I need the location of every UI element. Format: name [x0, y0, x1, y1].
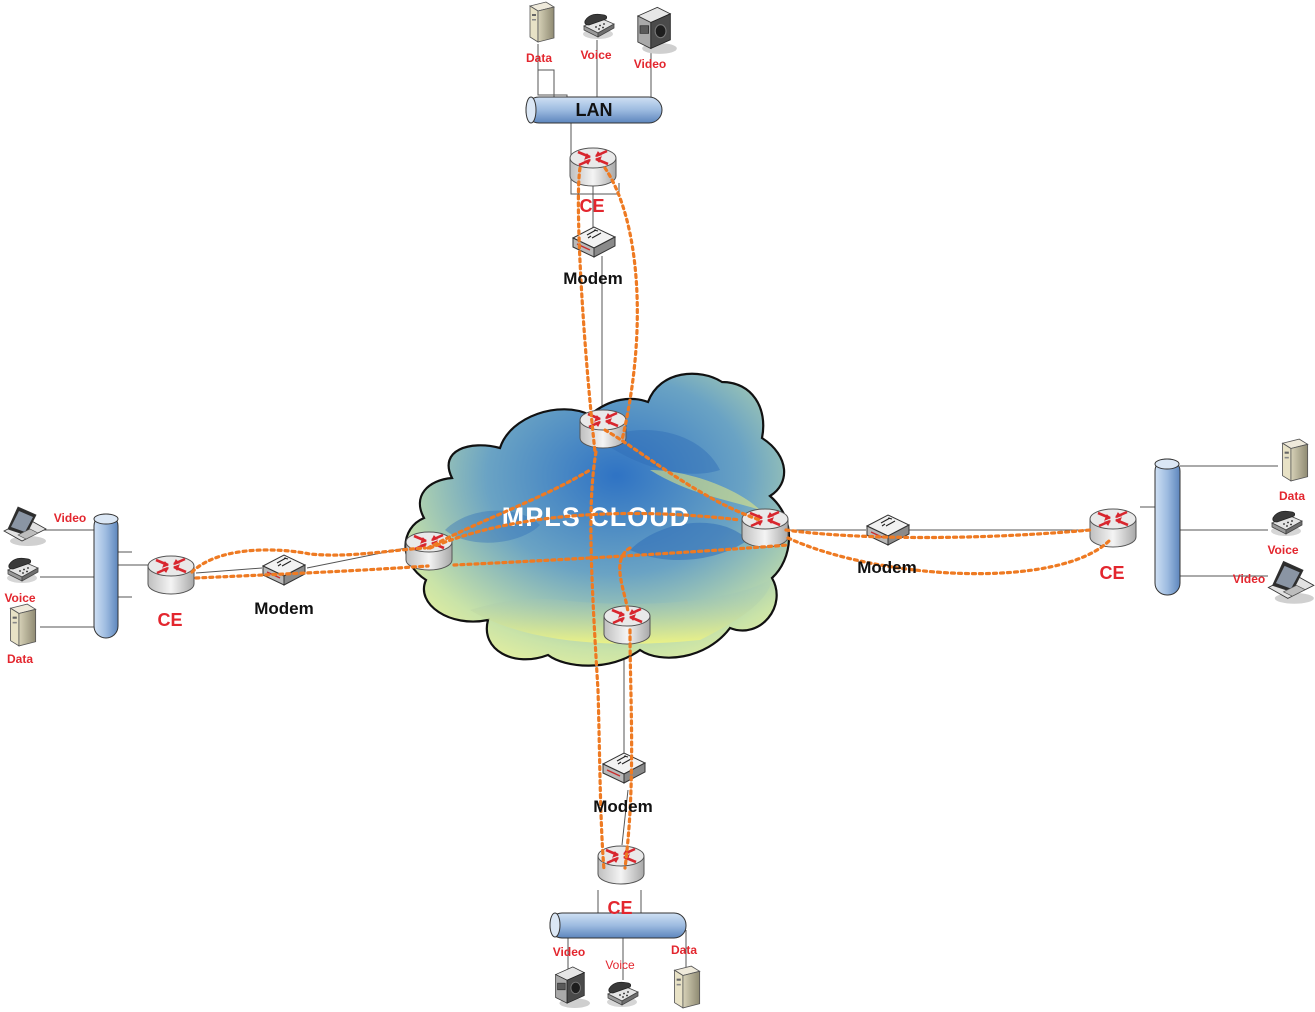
right-data-label: Data — [1279, 489, 1305, 503]
router-icon — [146, 554, 196, 596]
phone-icon — [582, 13, 615, 40]
bottom-modem-label: Modem — [593, 797, 653, 816]
left-ce-label: CE — [157, 610, 182, 630]
top-voice-label: Voice — [580, 48, 611, 62]
bottom-voice-label: Voice — [605, 958, 635, 972]
lan-bus-right — [1154, 458, 1181, 596]
left-data-label: Data — [7, 652, 33, 666]
video-camera-icon — [555, 966, 591, 1009]
router-icon — [578, 408, 628, 450]
video-terminal-icon — [3, 506, 47, 547]
modem-icon — [602, 752, 646, 784]
left-voice-label: Voice — [4, 591, 35, 605]
top-modem-label: Modem — [563, 269, 623, 288]
router-icon — [568, 146, 618, 188]
cloud-icon — [404, 372, 791, 667]
top-video-label: Video — [634, 57, 666, 71]
bottom-video-label: Video — [553, 945, 585, 959]
cloud-label: MPLS CLOUD — [502, 502, 691, 532]
router-icon — [404, 530, 454, 572]
phone-icon — [1270, 510, 1303, 537]
lan-label: LAN — [576, 100, 613, 120]
mpls-tunnels — [190, 166, 1112, 872]
router-icon — [602, 604, 652, 646]
lan-bus-left — [93, 513, 119, 639]
right-ce-label: CE — [1099, 563, 1124, 583]
left-modem-label: Modem — [254, 599, 314, 618]
top-data-label: Data — [526, 51, 552, 65]
router-icon — [1088, 507, 1138, 549]
bottom-ce-label: CE — [607, 898, 632, 918]
lan-bus-top: LAN — [525, 96, 663, 124]
video-terminal-icon — [1267, 560, 1315, 605]
bottom-data-label: Data — [671, 943, 697, 957]
mpls-cloud: MPLS CLOUD — [404, 372, 791, 667]
modem-icon — [866, 514, 910, 546]
modem-icon — [262, 554, 306, 586]
phone-icon — [6, 557, 39, 584]
right-video-label: Video — [1233, 572, 1265, 586]
right-modem-label: Modem — [857, 558, 917, 577]
lan-bus-bottom — [549, 912, 687, 939]
right-voice-label: Voice — [1267, 543, 1298, 557]
phone-icon — [606, 981, 639, 1008]
server-icon — [674, 965, 701, 1009]
connection-lines — [40, 40, 1278, 980]
video-camera-icon — [637, 6, 678, 55]
server-icon — [10, 603, 37, 647]
top-ce-label: CE — [579, 196, 604, 216]
server-icon — [529, 1, 555, 43]
left-video-label: Video — [54, 511, 86, 525]
server-icon — [1282, 438, 1309, 482]
